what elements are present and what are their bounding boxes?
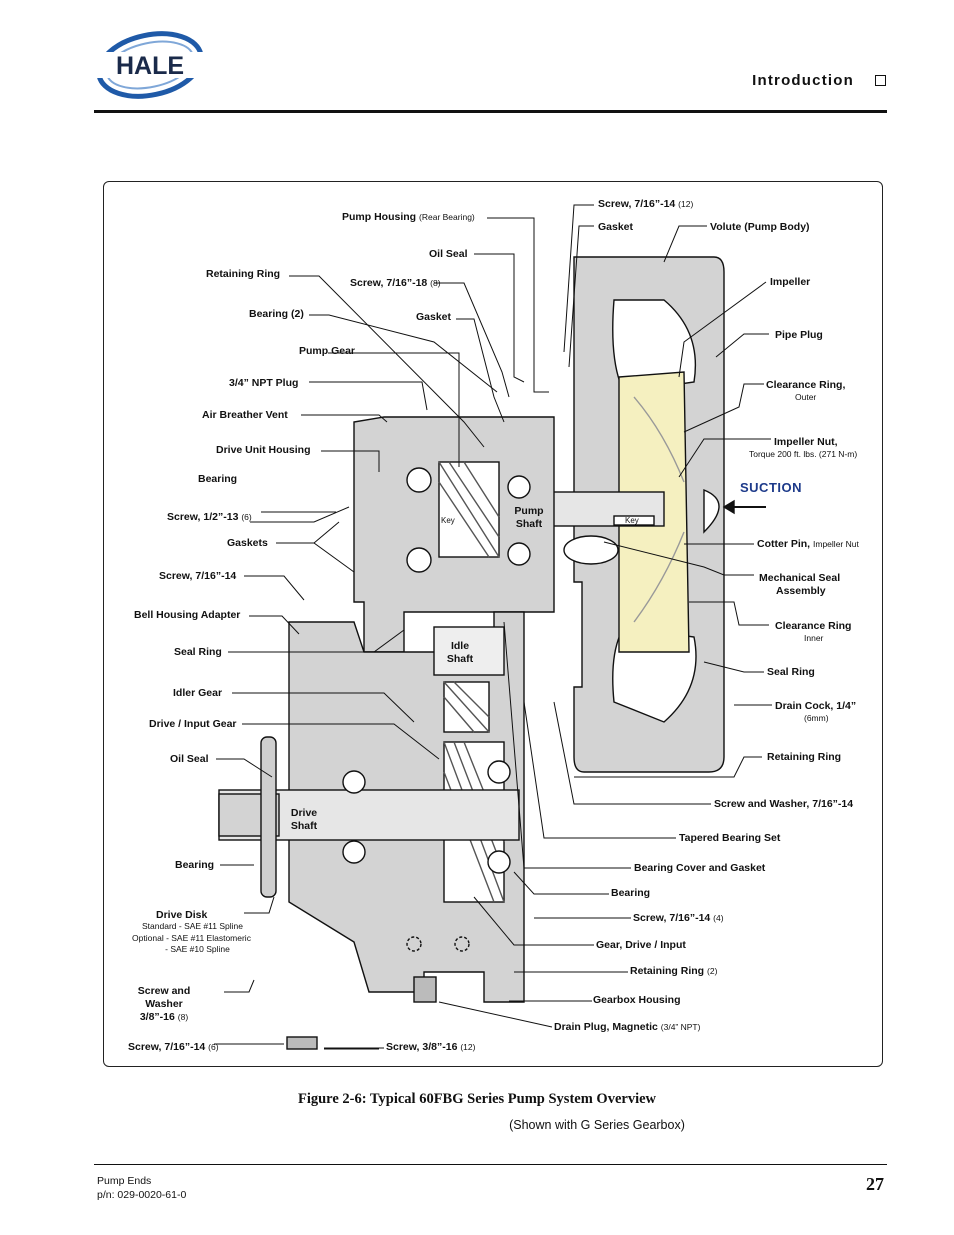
label-bearing-right: Bearing	[611, 887, 651, 899]
label-screw-3-8-16-right: Screw, 3/8”-16 (12)	[386, 1041, 476, 1053]
logo-text: HALE	[116, 52, 184, 80]
note-drain-cock-mm: (6mm)	[804, 713, 829, 723]
label-key-right: Key	[625, 516, 639, 525]
label-drain-plug-magnetic: Drain Plug, Magnetic (3/4” NPT)	[554, 1021, 701, 1033]
label-screw-7-16-18: Screw, 7/16”-18 (8)	[350, 277, 441, 289]
label-volute: Volute (Pump Body)	[710, 221, 810, 233]
footer-doc-title: Pump Ends	[97, 1175, 152, 1187]
note-drive-disk-optional: Optional - SAE #11 Elastomeric	[132, 933, 251, 943]
label-air-breather-vent: Air Breather Vent	[202, 409, 288, 421]
section-title: Introduction	[752, 72, 854, 89]
figure-subcaption: (Shown with G Series Gearbox)	[509, 1118, 685, 1132]
label-mechanical-seal: Mechanical Seal	[759, 572, 841, 584]
label-screw-7-16-14-12: Screw, 7/16”-14 (12)	[598, 198, 694, 210]
label-bearing-lower: Bearing	[175, 859, 215, 871]
page-number: 27	[866, 1174, 884, 1194]
label-washer: Washer	[145, 998, 183, 1010]
label-drive-input-gear: Drive / Input Gear	[149, 718, 237, 730]
note-drive-disk-standard: Standard - SAE #11 Spline	[142, 921, 243, 931]
label-clearance-ring-outer: Clearance Ring,	[766, 379, 846, 391]
label-impeller-nut: Impeller Nut,	[774, 436, 838, 448]
label-seal-ring-right: Seal Ring	[767, 666, 815, 678]
label-bearing-2: Bearing (2)	[249, 308, 304, 320]
note-drive-disk-sae10: - SAE #10 Spline	[165, 944, 230, 954]
pump-cross-section	[214, 204, 772, 1050]
label-tapered-bearing-set: Tapered Bearing Set	[679, 832, 781, 844]
footer-rule	[94, 1164, 887, 1165]
label-gear-drive-input: Gear, Drive / Input	[596, 939, 686, 951]
label-drain-cock: Drain Cock, 1/4”	[775, 700, 857, 712]
pump-diagram: Pump Housing (Rear Bearing) Oil Seal Ret…	[103, 181, 883, 1067]
label-gasket-right: Gasket	[598, 221, 634, 233]
label-bearing-upper: Bearing	[198, 473, 238, 485]
label-cotter-pin: Cotter Pin, Impeller Nut	[757, 538, 859, 550]
figure-caption: Figure 2-6: Typical 60FBG Series Pump Sy…	[297, 1091, 657, 1107]
label-pipe-plug: Pipe Plug	[775, 329, 823, 341]
label-seal-ring-left: Seal Ring	[174, 646, 222, 658]
label-impeller: Impeller	[770, 276, 811, 288]
label-pump-gear: Pump Gear	[299, 345, 356, 357]
suction-label: SUCTION	[740, 480, 802, 495]
label-mechanical-seal-assembly: Assembly	[776, 585, 826, 597]
label-screw-and-washer-right: Screw and Washer, 7/16”-14	[714, 798, 854, 810]
label-screw-and: Screw and	[137, 985, 191, 997]
label-idler-gear: Idler Gear	[173, 687, 223, 699]
label-drive-shaft: Drive Shaft	[290, 807, 318, 832]
label-bearing-cover-gasket: Bearing Cover and Gasket	[634, 862, 766, 874]
label-idle-shaft: Idle Shaft	[446, 640, 474, 665]
label-drive-unit-housing: Drive Unit Housing	[216, 444, 311, 456]
note-clearance-outer: Outer	[795, 392, 817, 402]
label-gaskets: Gaskets	[227, 537, 268, 549]
checkbox-glyph-icon	[875, 75, 886, 86]
label-screw-1-2-13: Screw, 1/2”-13 (6)	[167, 511, 252, 523]
label-screw-7-16-14-left: Screw, 7/16”-14	[159, 570, 237, 582]
label-bell-housing-adapter: Bell Housing Adapter	[134, 609, 241, 621]
label-drive-disk: Drive Disk	[156, 909, 208, 921]
label-retaining-ring-2: Retaining Ring (2)	[630, 965, 718, 977]
label-key-left: Key	[441, 516, 455, 525]
label-screw-7-16-14-bottom: Screw, 7/16”-14 (6)	[128, 1041, 219, 1053]
hale-logo: HALE	[94, 28, 206, 102]
label-npt-plug: 3/4” NPT Plug	[229, 377, 299, 389]
label-retaining-ring-right: Retaining Ring	[767, 751, 842, 763]
label-oil-seal-top: Oil Seal	[429, 248, 468, 260]
label-screw-3-8-16-left: 3/8”-16 (8)	[139, 1011, 189, 1023]
label-pump-housing: Pump Housing (Rear Bearing)	[342, 211, 475, 223]
footer-part-number: p/n: 029-0020-61-0	[97, 1189, 187, 1201]
header-rule	[94, 110, 887, 113]
label-screw-7-16-14-4: Screw, 7/16”-14 (4)	[633, 912, 724, 924]
label-oil-seal-lower: Oil Seal	[170, 753, 209, 765]
label-pump-shaft: Pump Shaft	[514, 505, 544, 530]
note-impeller-nut-torque: Torque 200 ft. lbs. (271 N-m)	[749, 449, 858, 459]
label-gearbox-housing: Gearbox Housing	[593, 994, 681, 1006]
label-clearance-ring-inner: Clearance Ring	[775, 620, 852, 632]
label-gasket-left: Gasket	[416, 311, 452, 323]
note-clearance-inner: Inner	[804, 633, 824, 643]
label-retaining-ring-left: Retaining Ring	[206, 268, 281, 280]
